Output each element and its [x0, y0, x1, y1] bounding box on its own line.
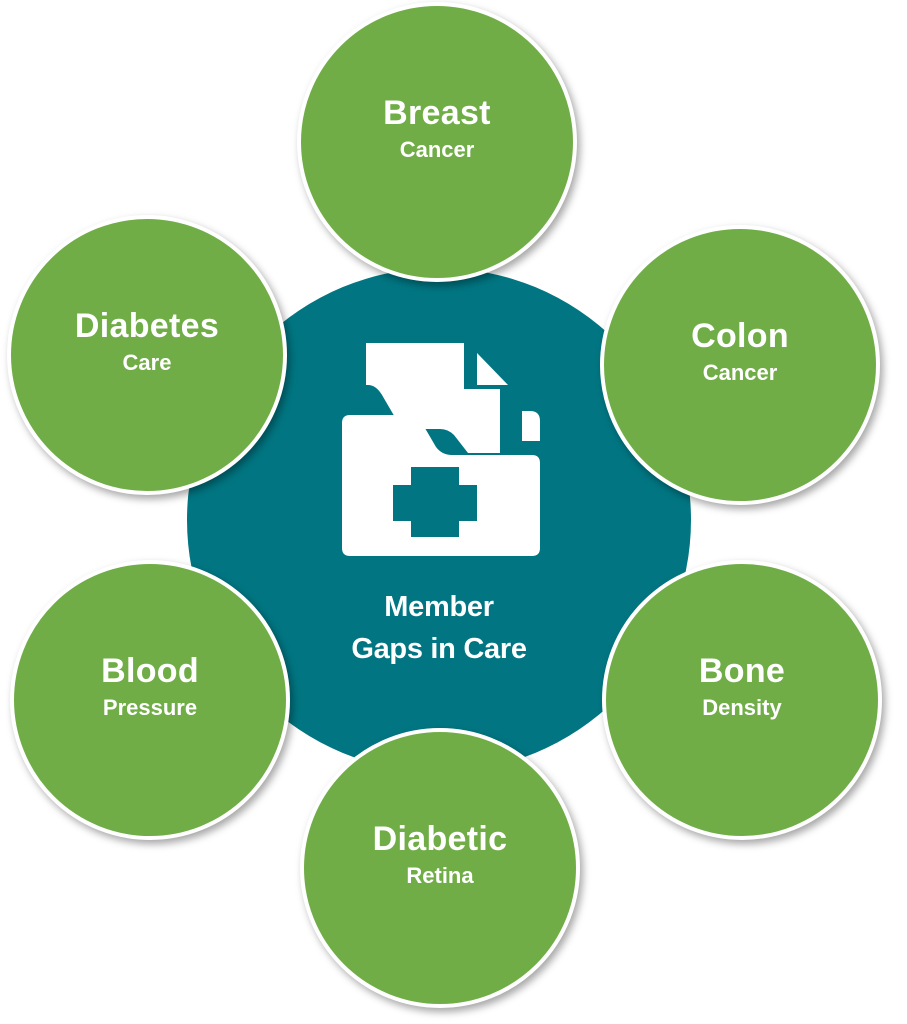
node-colon-cancer: Colon Cancer — [600, 225, 880, 505]
node-subtitle: Care — [122, 350, 172, 375]
node-subtitle: Density — [702, 695, 782, 720]
node-subtitle: Cancer — [702, 360, 778, 385]
node-title: Blood — [101, 652, 199, 690]
node-subtitle: Cancer — [399, 137, 475, 162]
node-breast-cancer: Breast Cancer — [297, 2, 577, 282]
medical-folder-icon — [342, 343, 540, 556]
node-title: Colon — [691, 317, 789, 355]
center-label: Member Gaps in Care — [187, 586, 691, 670]
node-bone-density: Bone Density — [602, 560, 882, 840]
node-title: Bone — [698, 652, 786, 690]
node-subtitle: Retina — [406, 863, 474, 888]
node-title: Diabetes — [74, 307, 220, 345]
center-label-line2: Gaps in Care — [351, 633, 527, 665]
node-title: Diabetic — [372, 820, 508, 858]
node-title: Breast — [383, 94, 491, 132]
node-diabetic-retina: Diabetic Retina — [300, 728, 580, 1008]
node-diabetes-care: Diabetes Care — [7, 215, 287, 495]
node-blood-pressure: Blood Pressure — [10, 560, 290, 840]
node-subtitle: Pressure — [102, 695, 198, 720]
center-label-line1: Member — [384, 591, 494, 623]
